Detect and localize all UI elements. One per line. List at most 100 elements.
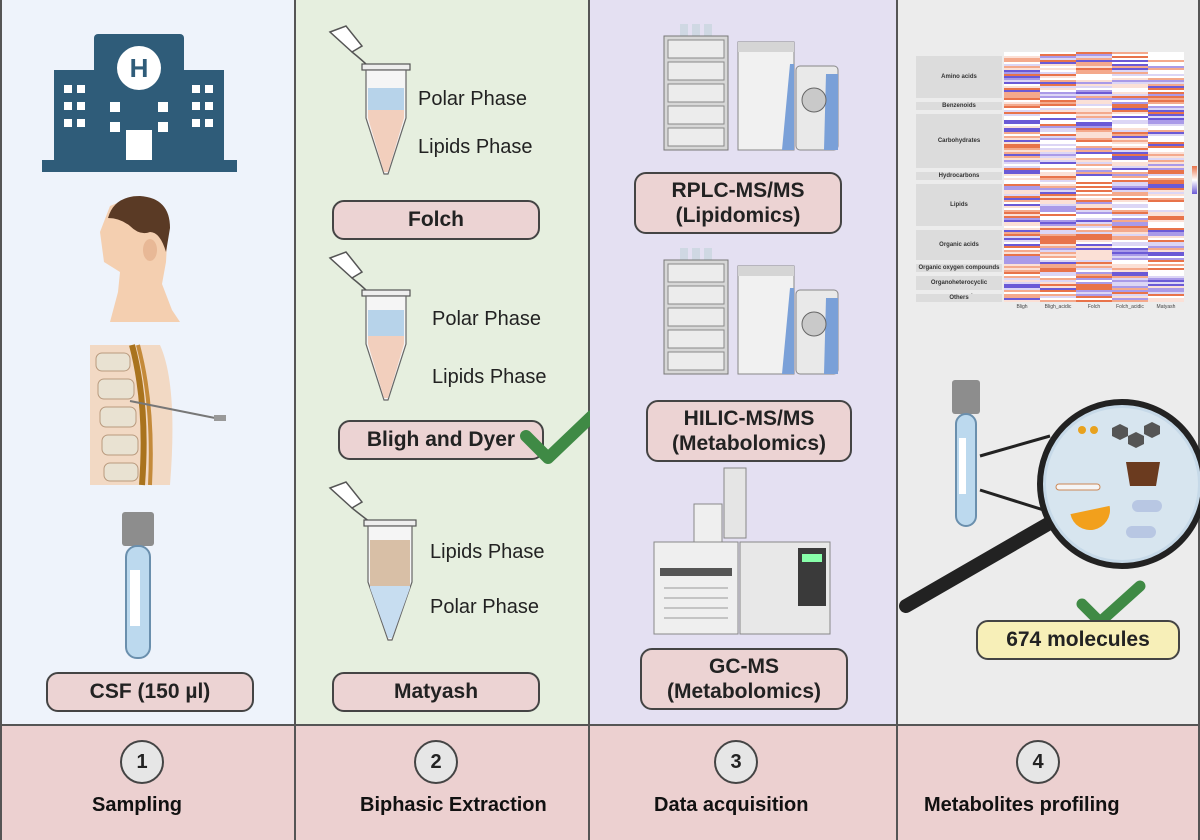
heatmap-cell bbox=[1076, 112, 1112, 114]
heatmap-cell bbox=[1112, 54, 1148, 56]
heatmap-cell bbox=[1076, 274, 1112, 276]
gcms-method-name: GC-MS bbox=[709, 654, 779, 678]
heatmap-cell bbox=[1148, 176, 1184, 178]
csf-tube-icon bbox=[952, 380, 980, 527]
heatmap-cell bbox=[1040, 60, 1076, 62]
heatmap-cell bbox=[1148, 184, 1184, 186]
heatmap-cell bbox=[1076, 260, 1112, 262]
heatmap-cell bbox=[1004, 212, 1040, 214]
heatmap-col-label: Bligh_acidic bbox=[1044, 304, 1072, 310]
heatmap-cell bbox=[1112, 226, 1148, 228]
heatmap-cell bbox=[1040, 154, 1076, 156]
heatmap-cell bbox=[1148, 114, 1184, 116]
heatmap-cell bbox=[1004, 54, 1040, 56]
heatmap-cell bbox=[1076, 68, 1112, 70]
matyash-top-phase: Lipids Phase bbox=[430, 541, 545, 563]
heatmap-cell bbox=[1148, 254, 1184, 256]
heatmap-cell bbox=[1004, 114, 1040, 116]
heatmap-cell bbox=[1148, 120, 1184, 122]
heatmap-cell bbox=[1112, 60, 1148, 62]
folch-method-label: Folch bbox=[332, 200, 540, 240]
heatmap-cell bbox=[1148, 236, 1184, 238]
heatmap-cell bbox=[1076, 228, 1112, 230]
heatmap-cell bbox=[1040, 120, 1076, 122]
heatmap-cell bbox=[1148, 146, 1184, 148]
patient-head-icon bbox=[100, 196, 180, 322]
heatmap-cell bbox=[1004, 136, 1040, 138]
magnifier-icon bbox=[899, 399, 1200, 613]
heatmap-cell bbox=[1076, 156, 1112, 158]
heatmap-cell bbox=[1076, 178, 1112, 180]
heatmap-cell bbox=[1004, 112, 1040, 114]
heatmap-cell bbox=[1076, 224, 1112, 226]
heatmap-cell bbox=[1076, 290, 1112, 292]
result-count-text: 674 molecules bbox=[1006, 628, 1150, 652]
step-3-footer: 3 Data acquisition bbox=[590, 724, 898, 840]
heatmap-cell bbox=[1112, 230, 1148, 232]
heatmap-cell bbox=[1040, 128, 1076, 130]
heatmap-cell bbox=[1004, 72, 1040, 74]
heatmap-cell bbox=[1076, 166, 1112, 168]
heatmap-cell bbox=[1148, 154, 1184, 156]
heatmap-cell bbox=[1148, 264, 1184, 266]
heatmap-cell bbox=[1076, 104, 1112, 106]
heatmap-cell bbox=[1112, 124, 1148, 126]
heatmap-cell bbox=[1004, 142, 1040, 144]
heatmap-cell bbox=[1112, 258, 1148, 260]
heatmap-cell bbox=[1076, 202, 1112, 204]
heatmap-cell bbox=[1004, 74, 1040, 76]
heatmap-cell bbox=[1040, 280, 1076, 282]
heatmap-cell bbox=[1076, 212, 1112, 214]
heatmap-cell bbox=[1112, 272, 1148, 274]
heatmap-cell bbox=[1040, 300, 1076, 302]
heatmap-cell bbox=[1148, 234, 1184, 236]
heatmap-cell bbox=[1112, 250, 1148, 252]
heatmap-cell bbox=[1148, 152, 1184, 154]
heatmap-cell bbox=[1076, 194, 1112, 196]
heatmap-cell bbox=[1112, 166, 1148, 168]
heatmap-cell bbox=[1040, 290, 1076, 292]
heatmap-cell bbox=[1076, 90, 1112, 92]
heatmap-cell bbox=[1112, 108, 1148, 110]
heatmap-cell bbox=[1112, 162, 1148, 164]
heatmap-cell bbox=[1112, 176, 1148, 178]
heatmap-cell bbox=[1040, 186, 1076, 188]
heatmap-cell bbox=[1076, 220, 1112, 222]
heatmap-cell bbox=[1076, 150, 1112, 152]
heatmap-cell bbox=[1004, 64, 1040, 66]
heatmap-cell bbox=[1004, 288, 1040, 290]
heatmap-cell bbox=[1076, 262, 1112, 264]
heatmap-cell bbox=[1076, 278, 1112, 280]
heatmap-cell bbox=[1004, 188, 1040, 190]
heatmap-cell bbox=[1148, 66, 1184, 68]
heatmap-cell bbox=[1076, 74, 1112, 76]
heatmap-cell bbox=[1004, 150, 1040, 152]
heatmap-cell bbox=[1076, 172, 1112, 174]
heatmap-cell bbox=[1004, 102, 1040, 104]
heatmap-cell bbox=[1148, 250, 1184, 252]
heatmap-cell bbox=[1004, 206, 1040, 208]
heatmap-cell bbox=[1004, 220, 1040, 222]
heatmap-cell bbox=[1004, 298, 1040, 300]
heatmap-cell bbox=[1148, 126, 1184, 128]
heatmap-cell bbox=[1004, 184, 1040, 186]
heatmap-cell bbox=[1148, 136, 1184, 138]
heatmap-cell bbox=[1040, 206, 1076, 208]
heatmap-cell bbox=[1040, 160, 1076, 162]
heatmap-cell bbox=[1040, 276, 1076, 278]
heatmap-row-label: Others bbox=[916, 294, 1002, 302]
heatmap-cell bbox=[1148, 124, 1184, 126]
heatmap-cell bbox=[1112, 172, 1148, 174]
heatmap-cell bbox=[1076, 222, 1112, 224]
rplc-method-label: RPLC-MS/MS (Lipidomics) bbox=[634, 172, 842, 234]
heatmap-cell bbox=[1076, 98, 1112, 100]
heatmap-cell bbox=[1004, 98, 1040, 100]
heatmap-cell bbox=[1148, 270, 1184, 272]
heatmap-cell bbox=[1076, 160, 1112, 162]
heatmap-cell bbox=[1076, 210, 1112, 212]
heatmap-cell bbox=[1040, 268, 1076, 270]
heatmap-cell bbox=[1040, 146, 1076, 148]
heatmap-cell bbox=[1112, 122, 1148, 124]
heatmap-cell bbox=[1112, 206, 1148, 208]
heatmap-cell bbox=[1148, 166, 1184, 168]
